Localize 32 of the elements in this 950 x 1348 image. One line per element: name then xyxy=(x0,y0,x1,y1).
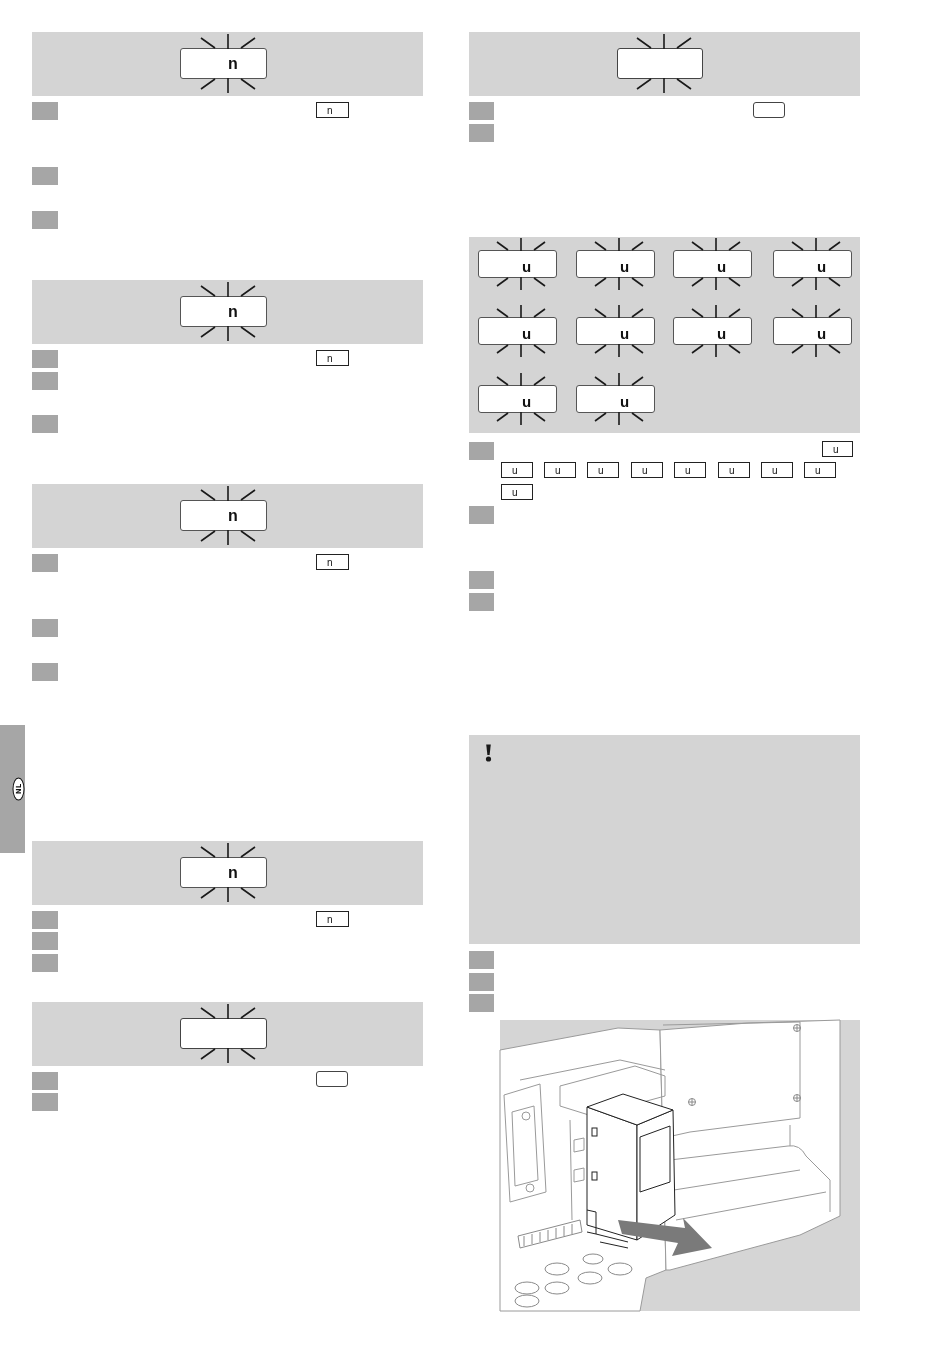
lcd-display: u xyxy=(478,385,557,413)
lcd-display: u xyxy=(673,317,752,345)
lcd-display xyxy=(617,48,703,79)
lcd-display: n xyxy=(180,857,267,888)
display-symbol: u xyxy=(674,462,706,478)
display-symbol: n xyxy=(316,102,349,118)
lcd-display: u xyxy=(773,317,852,345)
display-symbol xyxy=(316,1071,348,1087)
lcd-display: n xyxy=(180,296,267,327)
display-symbol: u xyxy=(544,462,576,478)
display-symbol: u xyxy=(631,462,663,478)
display-symbol xyxy=(753,102,785,118)
lcd-display: u xyxy=(478,317,557,345)
lcd-display: u xyxy=(576,250,655,278)
display-symbol: u xyxy=(501,462,533,478)
lcd-display: u xyxy=(576,317,655,345)
display-symbol: u xyxy=(587,462,619,478)
display-symbol: u xyxy=(501,484,533,500)
display-symbol: u xyxy=(822,441,853,457)
display-symbol: n xyxy=(316,911,349,927)
lcd-display: n xyxy=(180,500,267,531)
lcd-display: u xyxy=(673,250,752,278)
lcd-display: u xyxy=(576,385,655,413)
lcd-display: n xyxy=(180,48,267,79)
display-symbol: u xyxy=(804,462,836,478)
display-symbol: n xyxy=(316,554,349,570)
display-symbol: n xyxy=(316,350,349,366)
lcd-display: u xyxy=(478,250,557,278)
lcd-display xyxy=(180,1018,267,1049)
display-symbol: u xyxy=(761,462,793,478)
lcd-display: u xyxy=(773,250,852,278)
display-symbol: u xyxy=(718,462,750,478)
